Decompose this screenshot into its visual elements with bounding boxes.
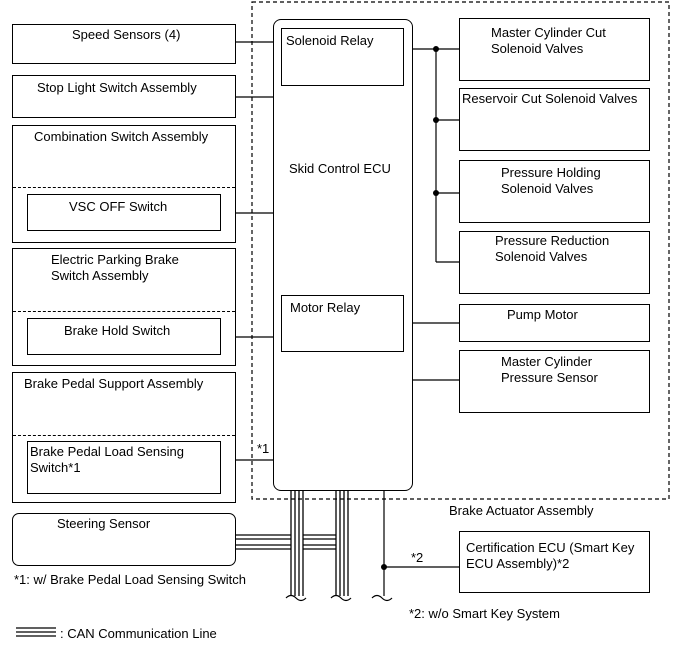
motor-relay-label: Motor Relay (290, 300, 361, 315)
skid-control-ecu-box (273, 19, 413, 491)
brake-pedal-load-label: Brake Pedal Load Sensing Switch*1 (30, 444, 184, 475)
can-line (335, 491, 349, 596)
solenoid-relay-label: Solenoid Relay (286, 33, 374, 48)
pressure-holding-label: Pressure Holding Solenoid Valves (501, 165, 601, 196)
junction-dot (433, 190, 439, 196)
divider (13, 311, 235, 312)
can-line (236, 534, 336, 550)
junction-dot (381, 564, 387, 570)
vsc-off-switch-label: VSC OFF Switch (69, 199, 168, 214)
pump-motor-box (459, 304, 650, 342)
stop-light-switch-box (12, 75, 236, 118)
note-2: *2: w/o Smart Key System (409, 606, 560, 621)
reservoir-cut-label: Reservoir Cut Solenoid Valves (462, 91, 638, 106)
reservoir-cut-box (459, 88, 650, 151)
brake-hold-switch-box (27, 318, 221, 355)
master-cylinder-cut-box (459, 18, 650, 81)
pump-motor-label: Pump Motor (507, 307, 578, 322)
motor-relay-box (281, 295, 404, 352)
marker-1: *1 (257, 441, 270, 456)
steering-sensor-label: Steering Sensor (57, 516, 151, 531)
speed-sensors-box (12, 24, 236, 64)
break-mark (285, 594, 393, 602)
master-cylinder-pressure-sensor-box (459, 350, 650, 413)
certification-ecu-label: Certification ECU (Smart Key ECU Assembl… (466, 540, 635, 571)
pressure-reduction-box (459, 231, 650, 294)
brake-actuator-assembly-label: Brake Actuator Assembly (449, 503, 594, 518)
solenoid-relay-box (281, 28, 404, 86)
steering-sensor-box (12, 513, 236, 566)
can-line (290, 491, 304, 596)
brake-hold-switch-label: Brake Hold Switch (64, 323, 171, 338)
speed-sensors-label: Speed Sensors (4) (72, 27, 181, 42)
divider (13, 187, 235, 188)
brake-pedal-support-label: Brake Pedal Support Assembly (24, 376, 204, 391)
brake-pedal-load-box (27, 441, 221, 494)
skid-control-ecu-label: Skid Control ECU (289, 161, 391, 176)
electric-parking-brake-label: Electric Parking Brake Switch Assembly (51, 252, 179, 283)
master-cylinder-pressure-sensor-label: Master Cylinder Pressure Sensor (501, 354, 598, 385)
vsc-off-switch-box (27, 194, 221, 231)
combination-switch-label: Combination Switch Assembly (34, 129, 209, 144)
pressure-reduction-label: Pressure Reduction Solenoid Valves (495, 233, 610, 264)
junction-dot (433, 117, 439, 123)
stop-light-switch-label: Stop Light Switch Assembly (37, 80, 197, 95)
legend-can-label: : CAN Communication Line (60, 626, 217, 641)
certification-ecu-box (459, 531, 650, 593)
note-1: *1: w/ Brake Pedal Load Sensing Switch (14, 572, 246, 587)
brake-actuator-frame (251, 1, 670, 500)
pressure-holding-box (459, 160, 650, 223)
marker-2: *2 (411, 550, 424, 565)
divider (13, 435, 235, 436)
master-cylinder-cut-label: Master Cylinder Cut Solenoid Valves (491, 25, 606, 56)
legend-can-symbol (16, 627, 56, 637)
junction-dot (433, 46, 439, 52)
